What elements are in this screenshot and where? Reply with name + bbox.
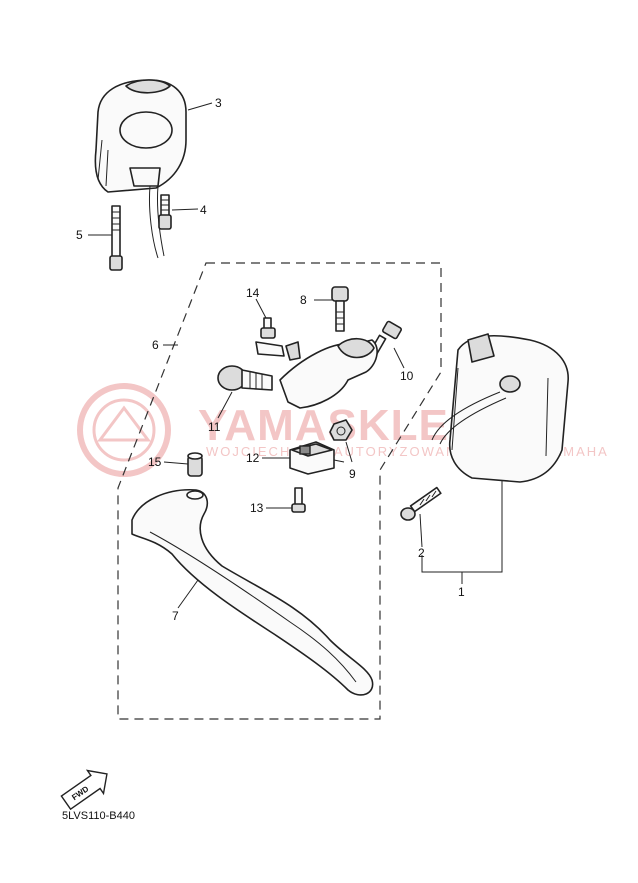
callout-14: 14 [246, 286, 260, 300]
part-7-lever [131, 489, 374, 696]
callout-10: 10 [400, 369, 414, 383]
callout-7: 7 [172, 609, 179, 623]
diagram-reference-code: 5LVS110-B440 [62, 810, 135, 822]
part-12-switch [289, 441, 345, 475]
part-1-switch-housing [431, 333, 569, 483]
part-11-lever-holder [217, 337, 378, 409]
callout-6: 6 [152, 338, 159, 352]
part-15-collar [187, 452, 203, 477]
callout-12: 12 [246, 451, 260, 465]
leader-lines [88, 102, 503, 609]
callout-9: 9 [349, 467, 356, 481]
callout-numbers: 1 2 3 4 5 6 7 8 9 10 11 12 13 14 15 [76, 96, 465, 623]
assembly-boundary [117, 262, 442, 720]
part-2-screw [400, 486, 442, 521]
callout-15: 15 [148, 455, 162, 469]
part-13-screw [291, 487, 306, 513]
part-5-long-screw [109, 205, 123, 271]
part-14-small-screw [260, 317, 276, 339]
callout-13: 13 [250, 501, 264, 515]
part-9-nut [329, 419, 353, 441]
callout-11: 11 [208, 420, 221, 434]
part-3-handlebar-switch [94, 79, 187, 259]
callout-8: 8 [300, 293, 307, 307]
callout-4: 4 [200, 203, 207, 217]
callout-5: 5 [76, 228, 83, 242]
part-8-bolt [331, 286, 349, 332]
callout-3: 3 [215, 96, 222, 110]
fwd-arrow-icon: FWD [60, 769, 108, 811]
part-4-screw [158, 194, 172, 230]
callout-2: 2 [418, 546, 425, 560]
callout-1: 1 [458, 585, 465, 599]
